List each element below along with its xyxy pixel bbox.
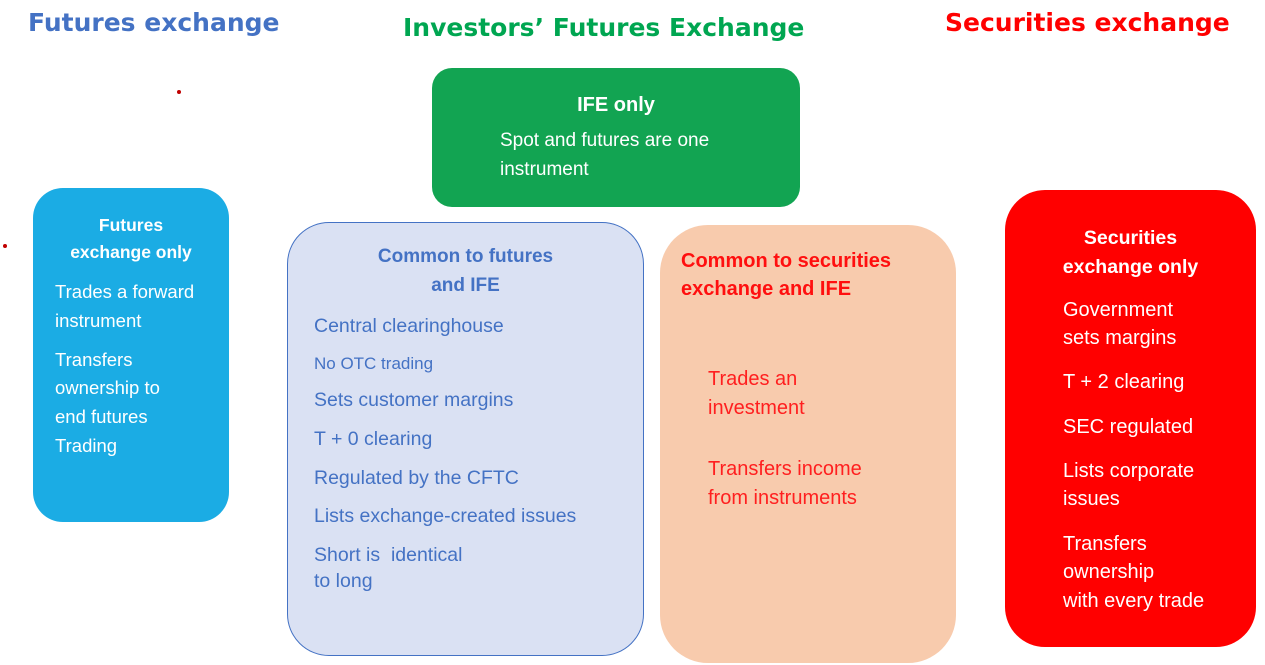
box-common-futures-ife: Common to futures and IFE Central cleari…	[287, 222, 644, 656]
box-common-futures-ife-title: Common to futures and IFE	[377, 246, 554, 296]
box-item: T + 0 clearing	[314, 427, 433, 450]
box-common-securities-ife-title: Common to securities exchange and IFE	[681, 250, 892, 300]
box-ife-only-items: Spot and futures are one instrument	[432, 127, 800, 184]
box-futures-only-title: Futures exchange only	[70, 215, 192, 263]
box-item: SEC regulated	[1063, 415, 1194, 438]
box-futures-only-items: Trades a forward instrument Transfers ow…	[33, 278, 229, 460]
box-futures-exchange-only: Futures exchange only Trades a forward i…	[33, 188, 229, 522]
box-item: Short is identical to long	[314, 544, 463, 592]
box-item: Regulated by the CFTC	[314, 466, 519, 489]
stray-red-dot	[3, 244, 7, 248]
box-ife-only: IFE only Spot and futures are one instru…	[432, 68, 800, 207]
box-securities-only-title: Securities exchange only	[1062, 227, 1199, 279]
box-item: Central clearinghouse	[314, 315, 504, 337]
box-common-securities-ife: Common to securities exchange and IFE Tr…	[660, 225, 956, 663]
box-item: Sets customer margins	[314, 389, 514, 412]
box-item: T + 2 clearing	[1063, 371, 1185, 394]
stray-red-dot	[177, 90, 181, 94]
heading-futures-exchange: Futures exchange	[28, 8, 280, 37]
box-item: Transfers ownership to end futures Tradi…	[55, 348, 160, 456]
heading-securities-exchange: Securities exchange	[945, 8, 1230, 37]
box-item: Lists corporate issues	[1063, 460, 1195, 511]
box-item: Trades a forward instrument	[55, 281, 195, 331]
box-item: No OTC trading	[314, 353, 434, 373]
box-ife-only-title: IFE only	[577, 94, 655, 116]
box-common-securities-ife-items: Trades an investment Transfers income fr…	[660, 365, 956, 513]
box-common-futures-ife-items: Central clearinghouse No OTC trading Set…	[288, 314, 643, 595]
box-securities-only-items: Government sets margins T + 2 clearing S…	[1005, 296, 1256, 616]
box-securities-exchange-only: Securities exchange only Government sets…	[1005, 190, 1256, 647]
box-item: Trades an investment	[708, 368, 805, 419]
box-item: Lists exchange-created issues	[314, 505, 577, 528]
box-item: Transfers income from instruments	[708, 458, 862, 509]
box-item: Transfers ownership with every trade	[1063, 532, 1205, 612]
box-item: Government sets margins	[1063, 298, 1177, 349]
heading-investors-futures-exchange: Investors’ Futures Exchange	[403, 13, 805, 42]
box-item: Spot and futures are one instrument	[500, 130, 710, 180]
